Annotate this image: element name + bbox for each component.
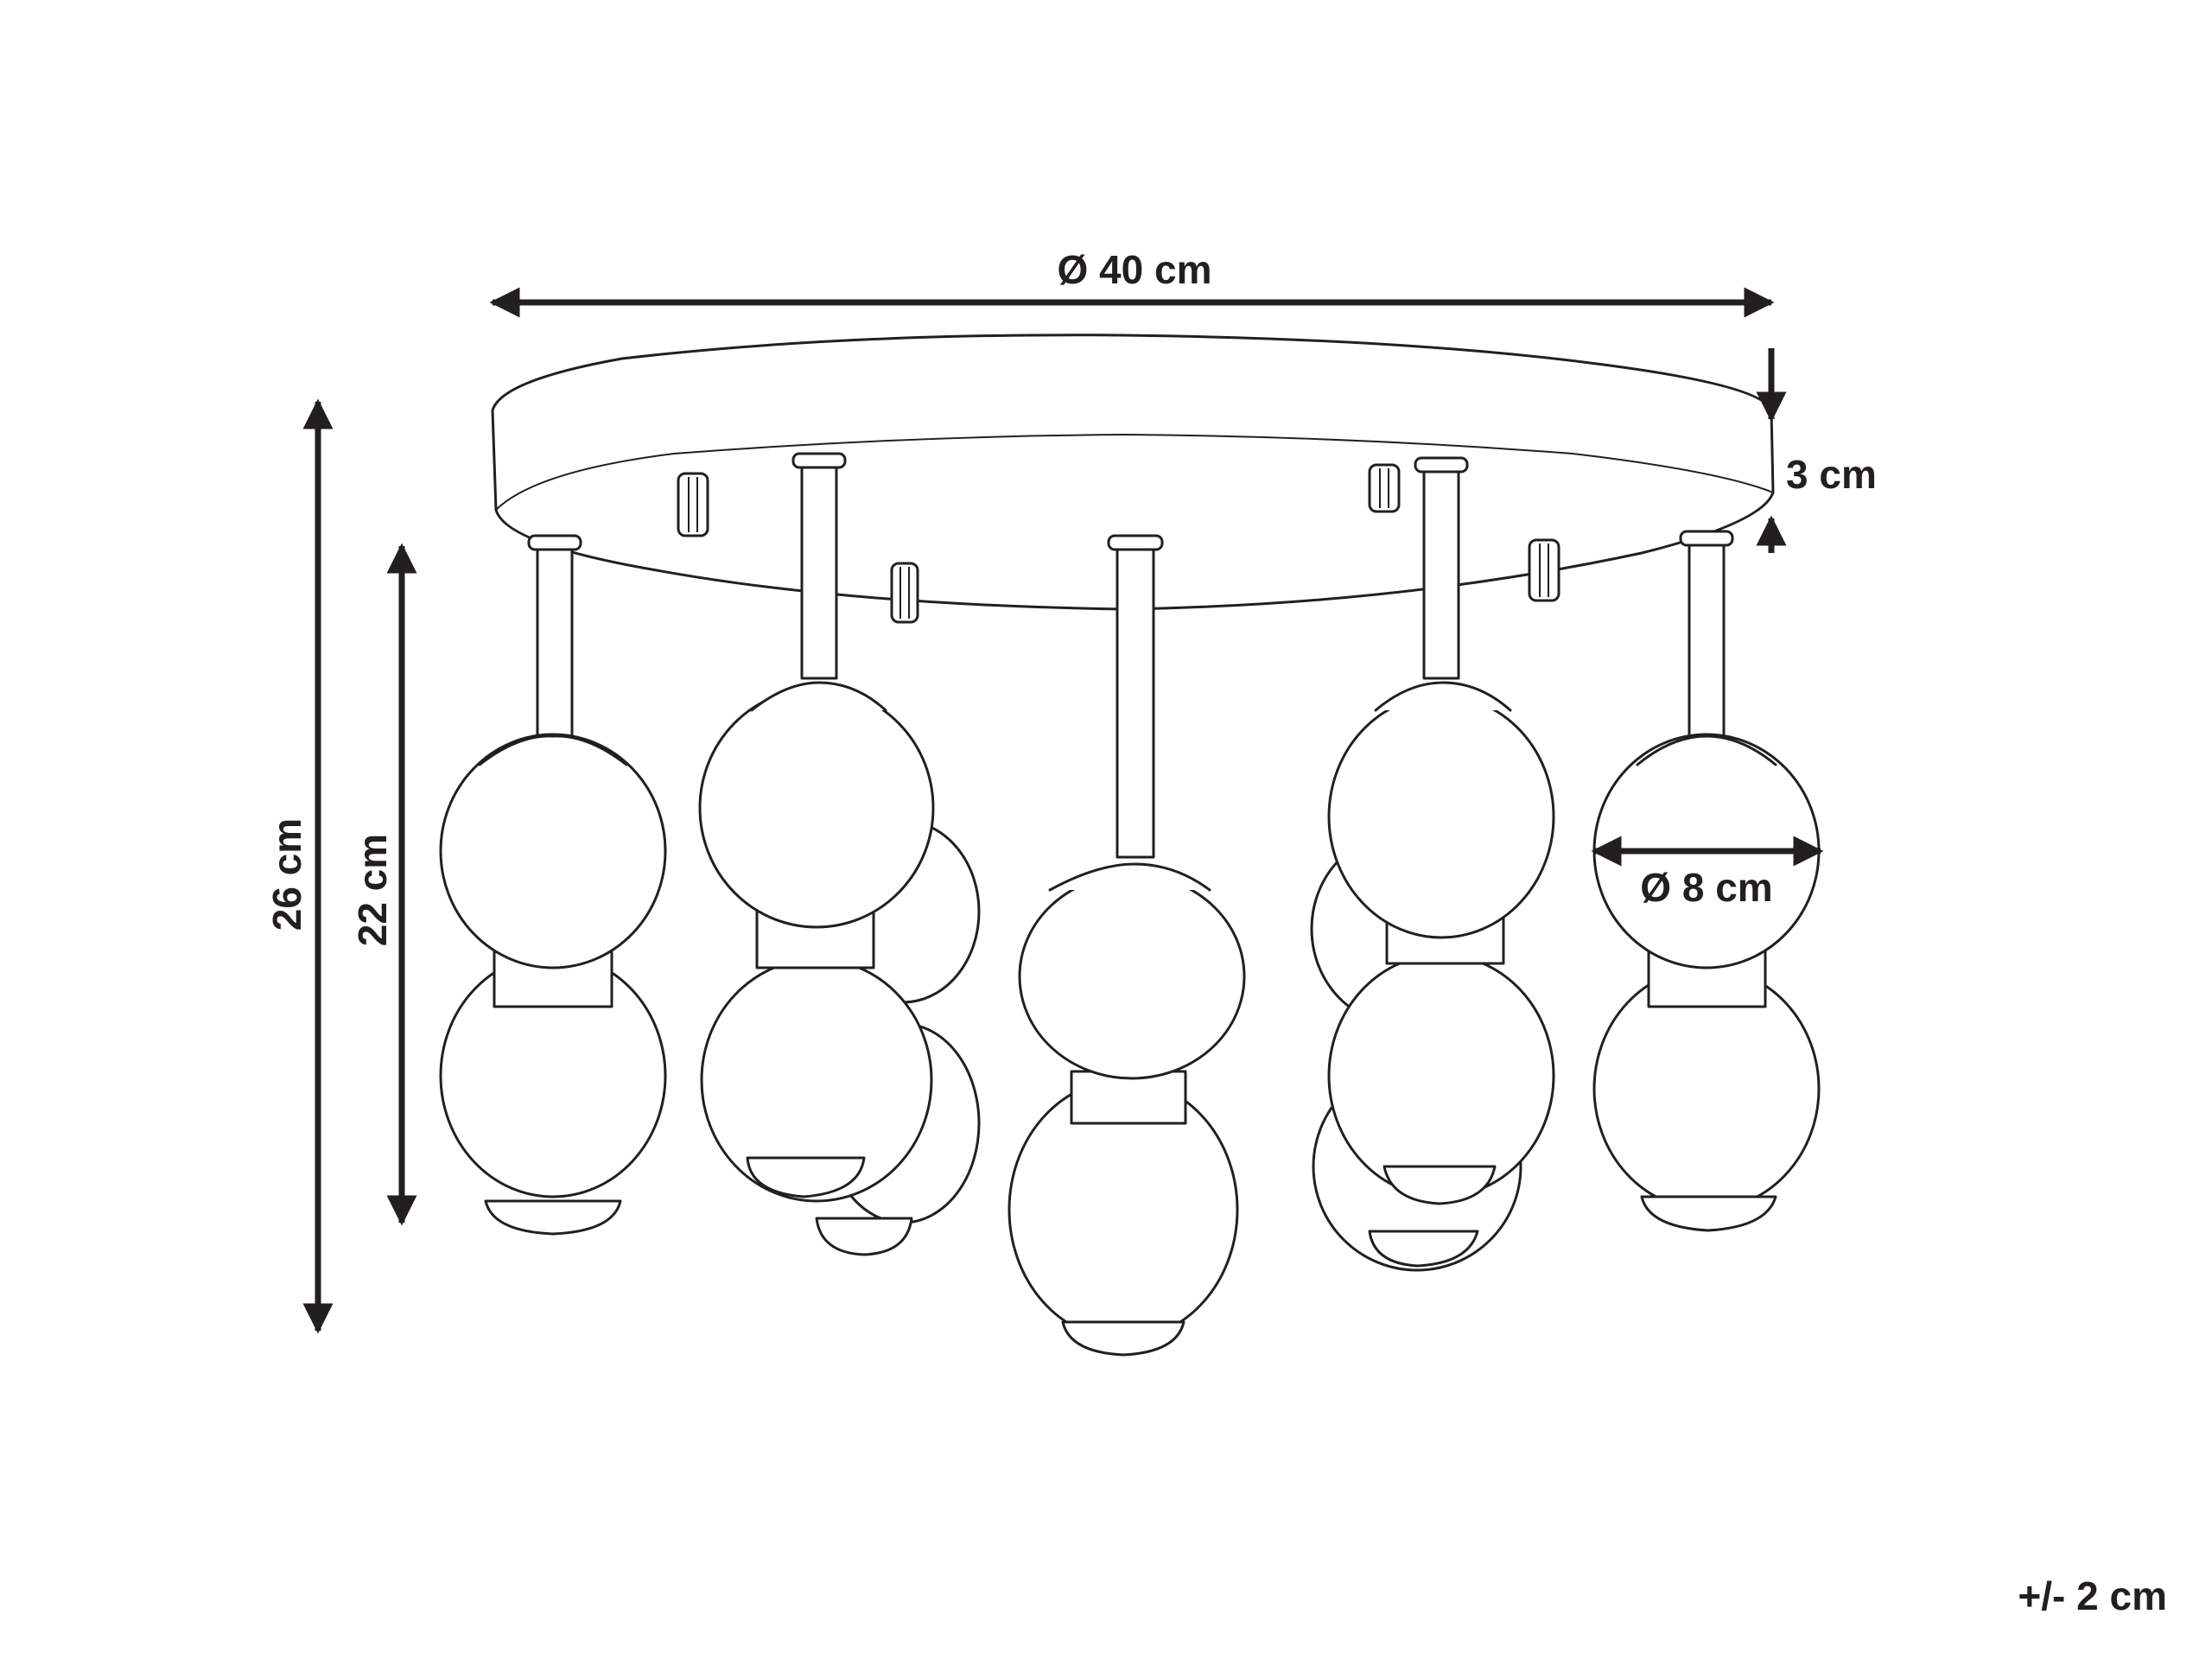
total-height-label: 26 cm — [264, 818, 309, 931]
dimension-lines — [302, 287, 1824, 1334]
ceiling-lamp-drawing — [439, 334, 1821, 1357]
pendant-2 — [698, 452, 935, 1203]
pendant-4 — [1327, 456, 1555, 1205]
mounting-screws — [677, 463, 1560, 624]
pendant-1 — [439, 534, 667, 1236]
tolerance-label: +/- 2 cm — [2018, 1573, 2167, 1618]
canopy-height-label: 3 cm — [1786, 452, 1877, 497]
drop-height-label: 22 cm — [350, 834, 395, 946]
globe-diameter-label: Ø 8 cm — [1640, 865, 1772, 910]
pendant-3 — [1007, 534, 1246, 1357]
diameter-label: Ø 40 cm — [1058, 247, 1212, 292]
dimension-labels: Ø 40 cm 3 cm 26 cm 22 cm Ø 8 cm +/- 2 cm — [264, 247, 2167, 1618]
